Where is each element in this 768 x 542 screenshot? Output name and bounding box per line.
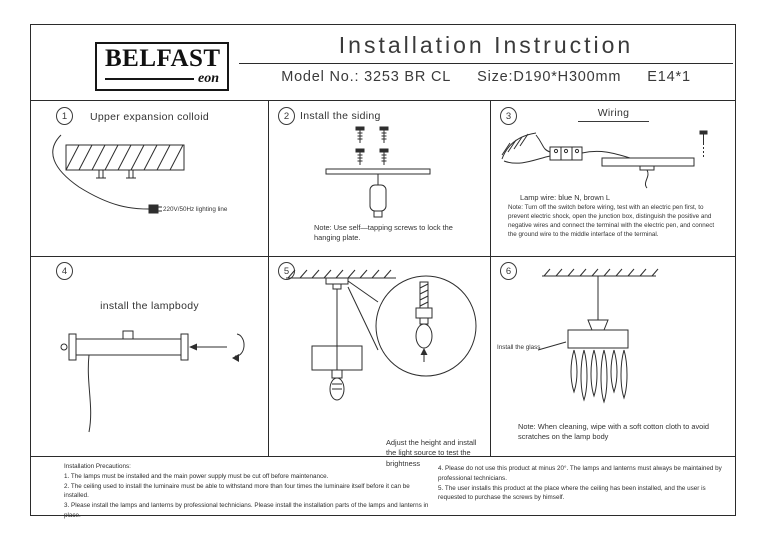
power-wire-path (53, 135, 149, 209)
belfast-logo: BELFAST eon (95, 42, 229, 91)
logo-rule (105, 78, 194, 81)
step-3-number: 3 (505, 110, 512, 122)
siding-install-diagram (268, 125, 490, 219)
canopy (588, 320, 608, 330)
model-line: Model No.: 3253 BR CL Size:D190*H300mm E… (237, 69, 735, 85)
lamp-wire-label: Lamp wire: blue N, brown L (520, 193, 610, 202)
model-number: Model No.: 3253 BR CL (281, 69, 452, 85)
step-2-note: Note: Use self—tapping screws to lock th… (314, 223, 453, 243)
step-3-title-text: Wiring (577, 107, 650, 122)
step-6-panel: 6 Install the glass (490, 256, 737, 456)
precaution-item-4: 4. Please do not use this product at min… (438, 465, 722, 482)
rotate-arrow-icon (232, 334, 244, 362)
lamp-frame (568, 330, 628, 348)
step-3-panel: 3 Wiring (490, 101, 737, 256)
page-title: Installation Instruction (338, 32, 634, 58)
step-4-number-badge: 4 (56, 262, 73, 280)
step-6-number: 6 (505, 265, 512, 277)
grid-hline-footer (31, 456, 735, 458)
precaution-item-2: 2. The ceiling used to install the lumin… (64, 482, 410, 500)
expansion-anchor-icon (96, 170, 136, 178)
step-2-panel: 2 Install the siding Note: Use sel (268, 101, 490, 256)
terminal-block (550, 147, 582, 160)
glass-label: Install the glass (497, 344, 541, 351)
hatch-lines (66, 145, 183, 170)
grid-vline-2 (490, 101, 492, 456)
step-2-title: Install the siding (300, 110, 381, 122)
ceiling-line (286, 270, 396, 278)
tapping-screw-icons (356, 149, 388, 165)
power-line-label: 220V/50Hz lighting line (163, 206, 228, 213)
precaution-item-3: 3. Please install the lamps and lanterns… (64, 502, 429, 519)
logo-subtext: eon (198, 71, 219, 87)
wiring-diagram (490, 125, 737, 191)
precaution-item-5: 5. The user installs this product at the… (438, 484, 706, 502)
glass-label-leader (538, 342, 566, 350)
step-2-number: 2 (283, 110, 290, 122)
precaution-item-1: 1. The lamps must be installed and the m… (64, 472, 329, 480)
lamp-body (61, 331, 188, 360)
supply-wires (504, 135, 550, 163)
lampbody-install-diagram (31, 322, 268, 452)
step-4-number: 4 (61, 265, 68, 277)
grid-vline-1 (268, 101, 270, 456)
step-5-panel: 5 (268, 256, 490, 468)
precautions-left: Installation Precautions: 1. The lamps m… (64, 462, 436, 521)
expansion-colloid-diagram (31, 129, 268, 229)
logo-text: BELFAST (105, 45, 221, 72)
step-6-number-badge: 6 (500, 262, 517, 280)
lamp-spec: E14*1 (647, 69, 691, 85)
header: BELFAST eon Installation Instruction Mod… (31, 25, 735, 101)
height-adjust-diagram (268, 262, 490, 432)
step-5-note: Adjust the height and install the light … (386, 438, 477, 468)
step-5-number: 5 (283, 265, 290, 277)
hanging-wire (88, 355, 90, 432)
step-4-title: install the lampbody (100, 300, 199, 312)
step-4-panel: 4 install the lampbody (31, 256, 268, 456)
instruction-sheet-frame: BELFAST eon Installation Instruction Mod… (30, 24, 737, 519)
grid-hline-row (31, 256, 735, 258)
bulb-icon (330, 370, 344, 400)
glass-install-diagram (490, 264, 737, 416)
precautions-title: Installation Precautions: (64, 463, 131, 470)
step-3-title: Wiring (490, 107, 737, 122)
hanging-plate (326, 169, 430, 174)
size-spec: Size:D190*H300mm (477, 69, 622, 85)
step-6-note: Note: When cleaning, wipe with a soft co… (518, 422, 710, 442)
canopy-bar (602, 158, 694, 188)
lamp-frame (312, 346, 362, 370)
canopy (326, 278, 348, 289)
step-3-note: Note: Turn off the switch before wiring,… (508, 204, 715, 238)
header-title-area: Installation Instruction Model No.: 3253… (237, 25, 735, 100)
insert-arrow (189, 343, 227, 351)
side-screw-icon (700, 131, 707, 158)
step-1-panel: 1 Upper expansion colloid 220V/50Hz ligh… (31, 101, 268, 256)
ceiling-corner-hatch (502, 133, 536, 159)
ceiling-line (542, 269, 658, 276)
step-1-title: Upper expansion colloid (90, 111, 209, 123)
step-1-number-badge: 1 (56, 107, 73, 125)
lamp-wire-path (582, 151, 630, 158)
ceiling-hatch-block (66, 145, 184, 170)
precautions-footer: Installation Precautions: 1. The lamps m… (31, 456, 735, 519)
pendant-stem (370, 174, 386, 217)
step-2-number-badge: 2 (278, 107, 295, 125)
anchor-screw-icons (356, 127, 388, 143)
title-rule (239, 63, 733, 64)
precautions-right: 4. Please do not use this product at min… (438, 464, 726, 503)
callout-leader-lines (348, 281, 378, 350)
step-3-number-badge: 3 (500, 107, 517, 125)
step-1-number: 1 (61, 110, 68, 122)
callout-circle (376, 276, 476, 376)
plug-icon (149, 205, 162, 213)
logo-sub-row: eon (105, 72, 219, 86)
glass-drops (571, 350, 627, 402)
